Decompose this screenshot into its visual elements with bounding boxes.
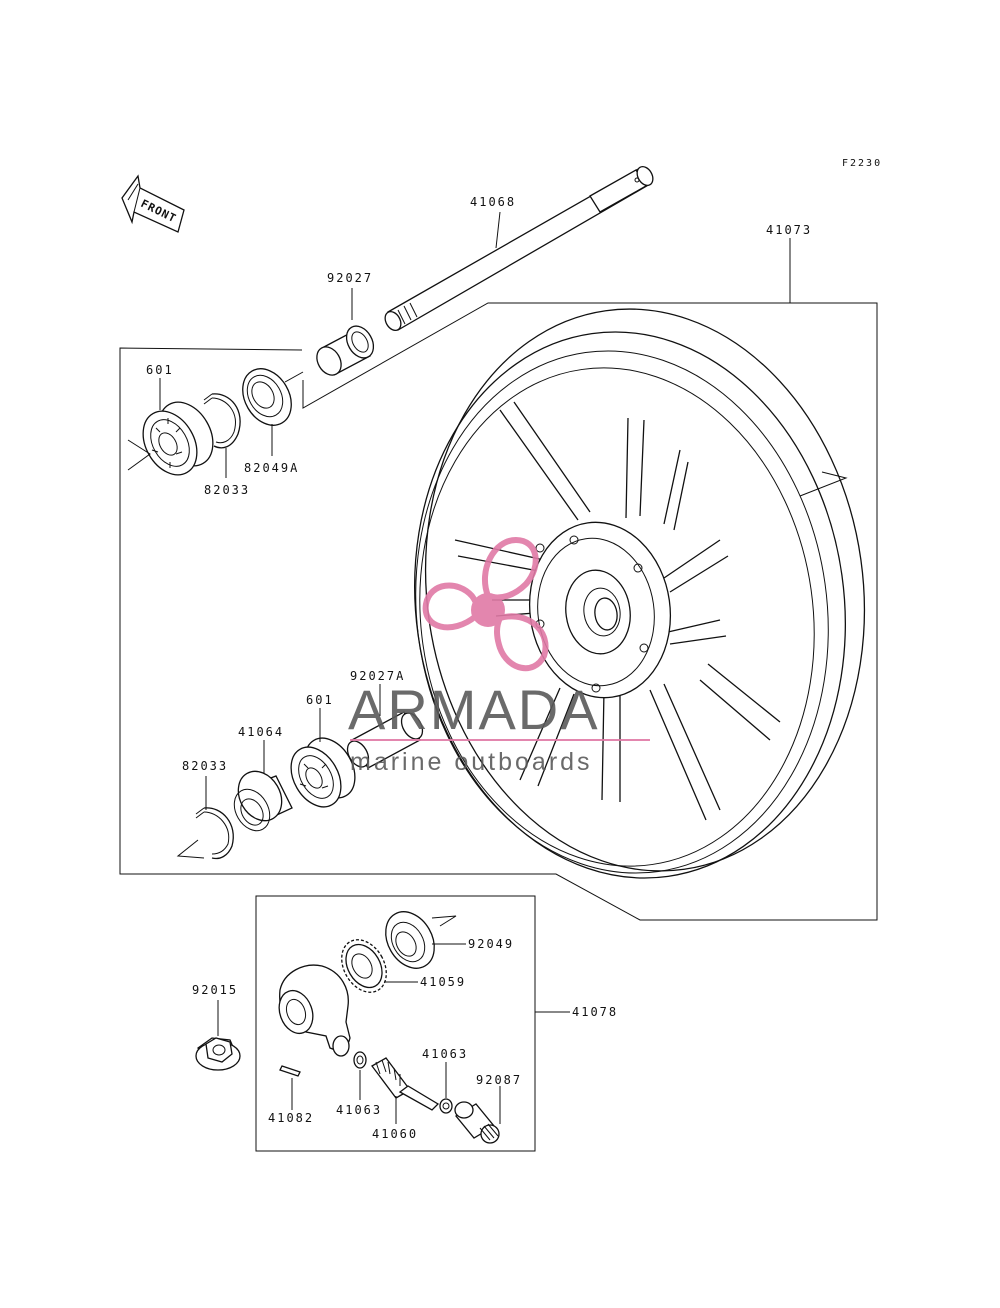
watermark-brand: ARMADA: [348, 678, 600, 741]
label-82049A: 82049A: [244, 461, 299, 475]
label-41064: 41064: [238, 725, 284, 739]
label-41073: 41073: [766, 223, 812, 237]
front-label: FRONT: [139, 197, 179, 225]
bushing-92087: [454, 1101, 500, 1144]
collar-92027: [316, 325, 375, 376]
axle-nut-92015: [195, 1037, 241, 1071]
label-41059: 41059: [420, 975, 466, 989]
speedometer-group-frame: [255, 895, 536, 1152]
label-41063-a: 41063: [336, 1103, 382, 1117]
washer-41063-a: [353, 1051, 367, 1069]
circlip-82033-lower: [195, 807, 234, 860]
bearing-601-upper: [142, 401, 214, 476]
label-41078: 41078: [572, 1005, 618, 1019]
armada-watermark: ARMADA marine outboards: [348, 536, 650, 776]
label-82033-upper: 82033: [204, 483, 250, 497]
label-92087: 92087: [476, 1073, 522, 1087]
bearing-601-lower: [290, 737, 356, 808]
label-41060: 41060: [372, 1127, 418, 1141]
circlip-82033-upper: [203, 393, 241, 449]
label-92015: 92015: [192, 983, 238, 997]
axle-41068: [384, 166, 654, 331]
label-601-upper: 601: [146, 363, 174, 377]
label-41063-b: 41063: [422, 1047, 468, 1061]
label-92027: 92027: [327, 271, 373, 285]
washer-41063-b: [439, 1098, 453, 1114]
armada-logo-icon: [422, 536, 549, 672]
label-82033-lower: 82033: [182, 759, 228, 773]
oil-seal-82049A: [242, 368, 292, 426]
front-arrow-icon: FRONT: [121, 174, 185, 233]
gear-housing: [278, 964, 351, 1057]
speedometer-gear-41059: [341, 939, 387, 993]
label-92027A: 92027A: [350, 669, 405, 683]
watermark-tagline: marine outboards: [350, 748, 593, 776]
pinion-41060: [371, 1057, 440, 1111]
label-41068: 41068: [470, 195, 516, 209]
label-41082: 41082: [268, 1111, 314, 1125]
label-92049: 92049: [468, 937, 514, 951]
front-wheel-41073: [414, 308, 866, 879]
pin-41082: [279, 1065, 301, 1077]
bearing-cap-41064: [233, 770, 293, 832]
label-601-lower: 601: [306, 693, 334, 707]
diagram-code: F2230: [842, 158, 882, 169]
oil-seal-92049: [385, 911, 435, 969]
wheel-group-frame: [119, 302, 878, 921]
